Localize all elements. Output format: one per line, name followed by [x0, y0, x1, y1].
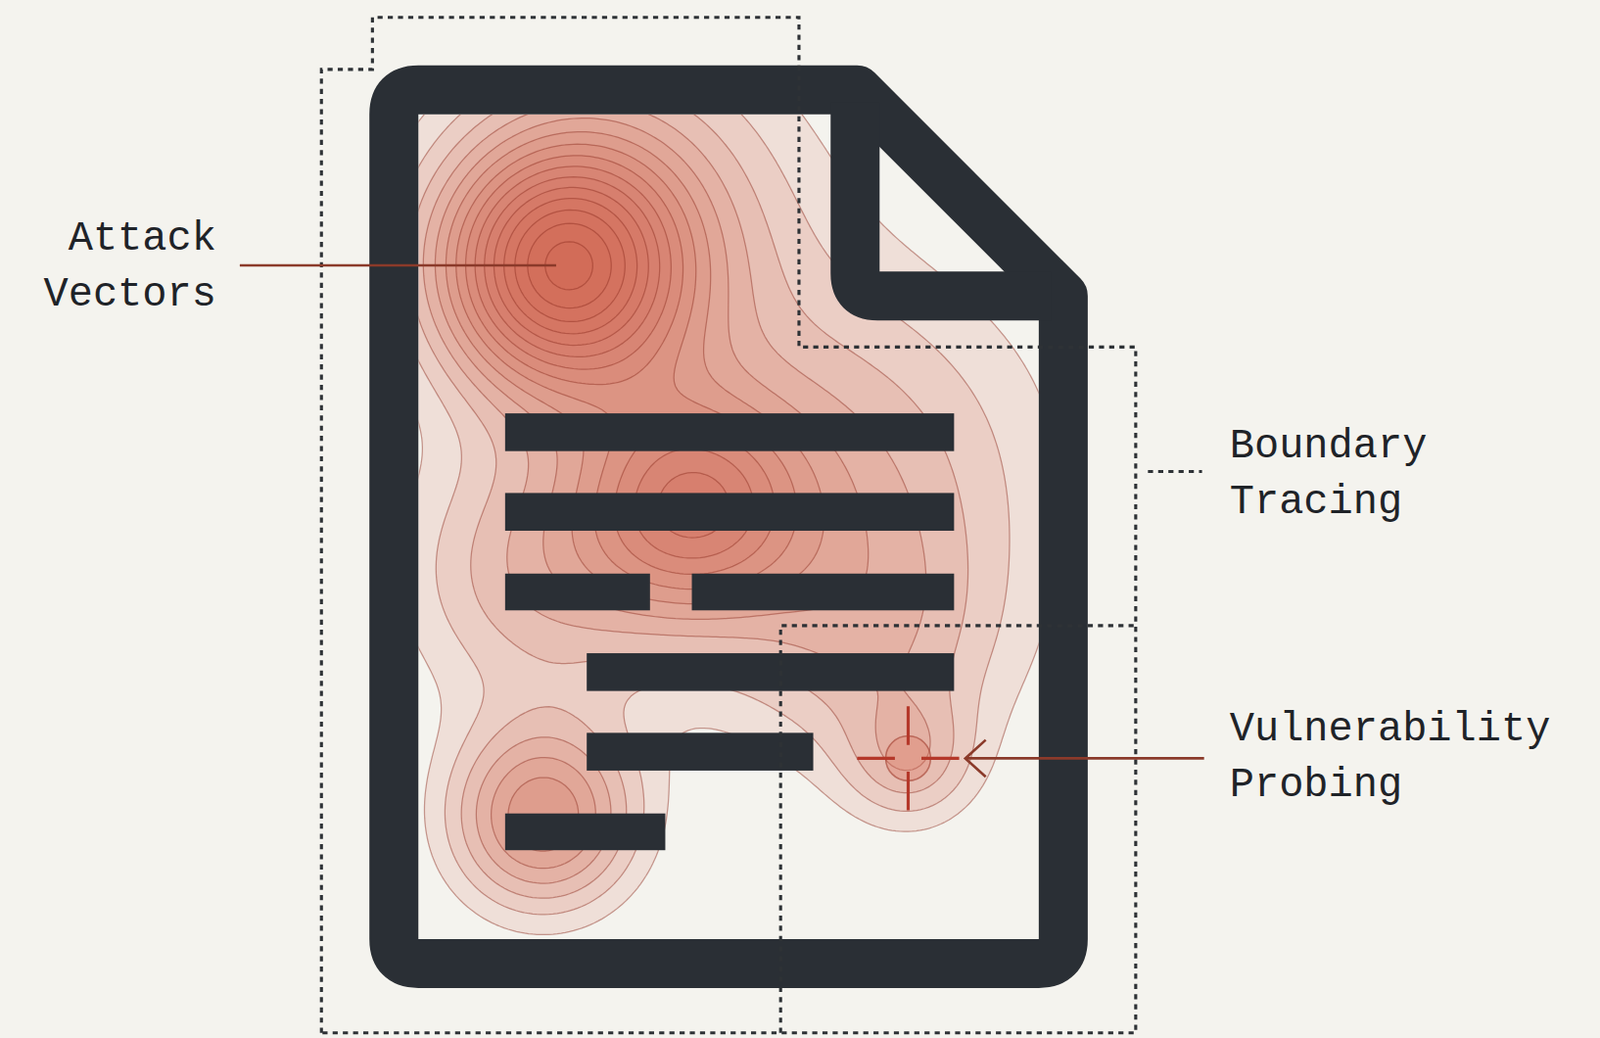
- text-bar: [505, 813, 666, 851]
- leader-line: [1147, 470, 1202, 473]
- text-bar: [505, 492, 955, 531]
- callout-label: Attack Vectors: [44, 211, 217, 324]
- heat-contour: [445, 132, 824, 852]
- heat-contour: [484, 177, 730, 538]
- text-bar: [505, 413, 955, 452]
- text-bars: [505, 413, 955, 850]
- callout-label: Vulnerability Probing: [1229, 702, 1552, 814]
- boundary-outline: [321, 17, 1136, 1034]
- arrow-head: [965, 740, 987, 778]
- heatmap: [371, 14, 1062, 935]
- text-bar: [505, 573, 651, 612]
- leader-arrow: [967, 756, 1205, 760]
- text-bar: [586, 653, 954, 692]
- heat-contour: [409, 82, 968, 898]
- text-bar: [692, 573, 955, 612]
- boundary-inner: [780, 625, 1136, 1034]
- document-outline: [393, 90, 1064, 964]
- crosshair: [856, 705, 959, 810]
- document-icon: [393, 90, 1064, 964]
- heat-contour: [371, 14, 1062, 935]
- leader-line: [239, 264, 557, 268]
- boundary-lines: [321, 17, 1202, 1034]
- crosshair-lines: [856, 705, 959, 810]
- leaders: [239, 265, 1205, 777]
- document-fold: [854, 101, 1051, 296]
- callout-label: Boundary Tracing: [1229, 419, 1428, 531]
